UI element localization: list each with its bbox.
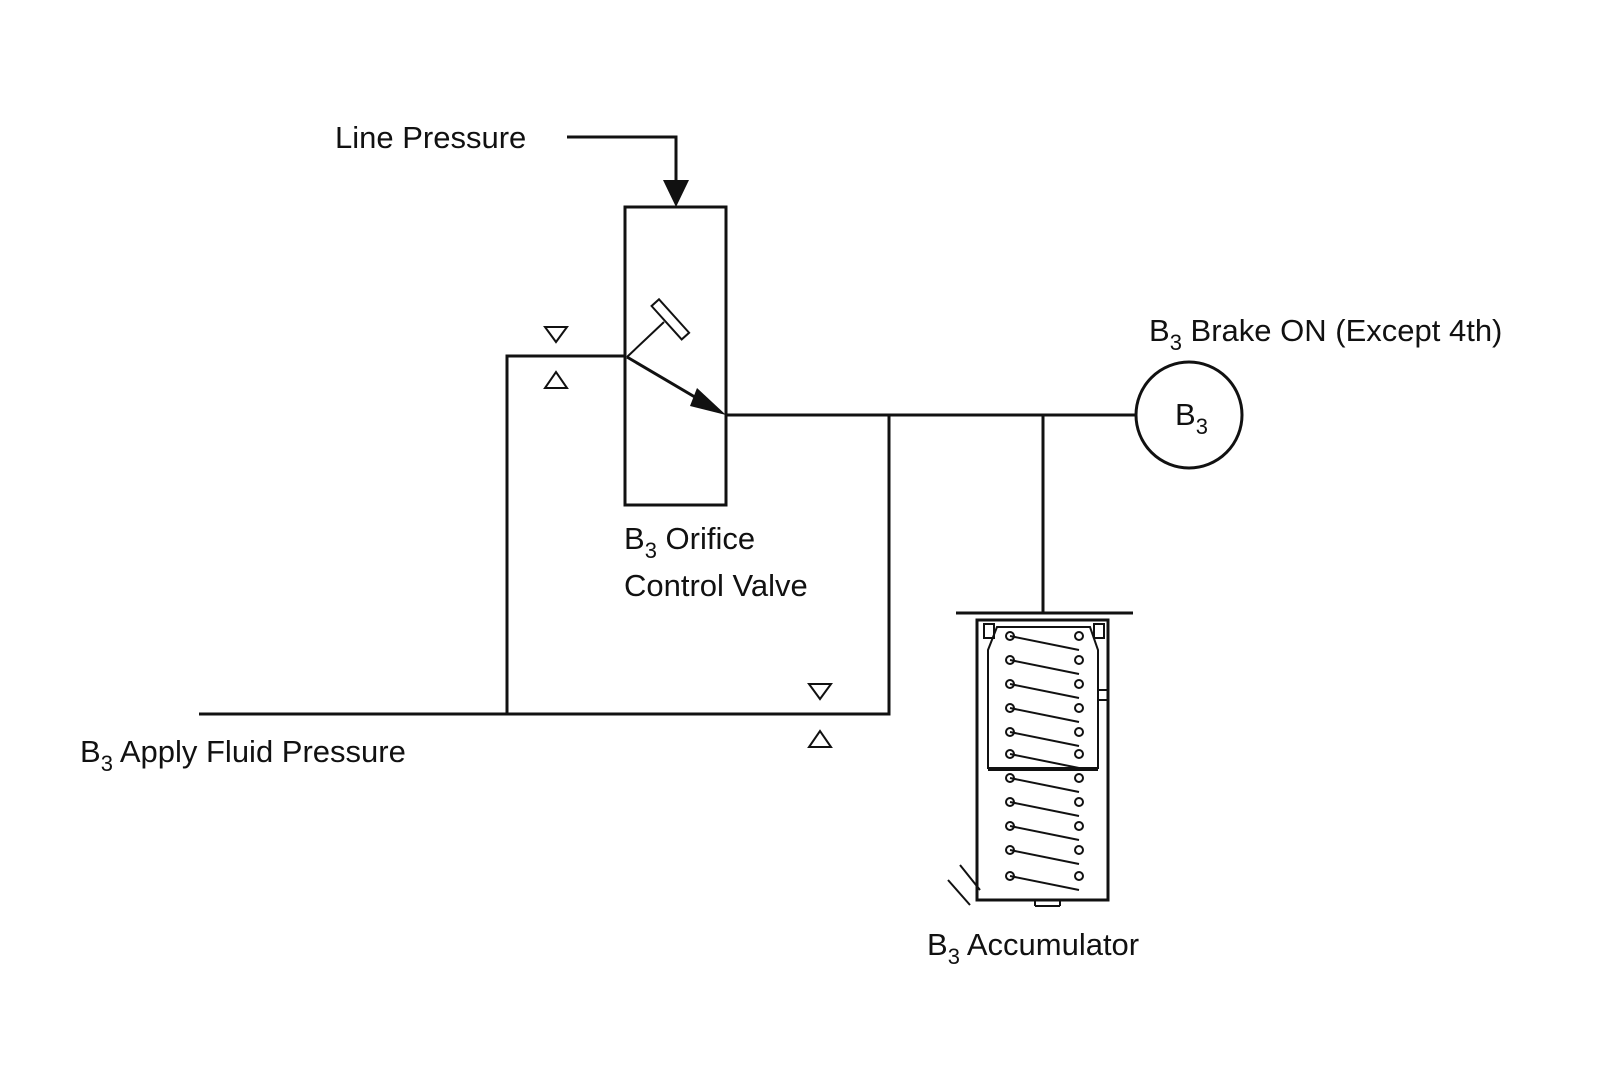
orifice-control-valve-label-line1: B3 Orifice	[624, 521, 755, 563]
accumulator-label: B3 Accumulator	[927, 927, 1139, 969]
orifice-control-valve-body	[623, 205, 728, 507]
accumulator-icon	[947, 611, 1133, 907]
apply-fluid-pressure-label: B3 Apply Fluid Pressure	[80, 734, 406, 776]
orifice-upper-icon	[543, 326, 569, 389]
line-pressure-label: Line Pressure	[335, 120, 526, 155]
brake-b3-circle	[1134, 360, 1244, 470]
orifice-lower-icon	[807, 683, 833, 748]
valve-flow-arrow-icon	[690, 388, 726, 415]
line-pressure-line	[567, 135, 689, 207]
brake-circle-label: B3	[1175, 397, 1208, 439]
valve-check-element	[626, 297, 726, 415]
brake-on-label: B3 Brake ON (Except 4th)	[1149, 313, 1502, 355]
line-pressure-arrow-icon	[663, 180, 689, 207]
orifice-control-valve-label-line2: Control Valve	[624, 568, 808, 603]
